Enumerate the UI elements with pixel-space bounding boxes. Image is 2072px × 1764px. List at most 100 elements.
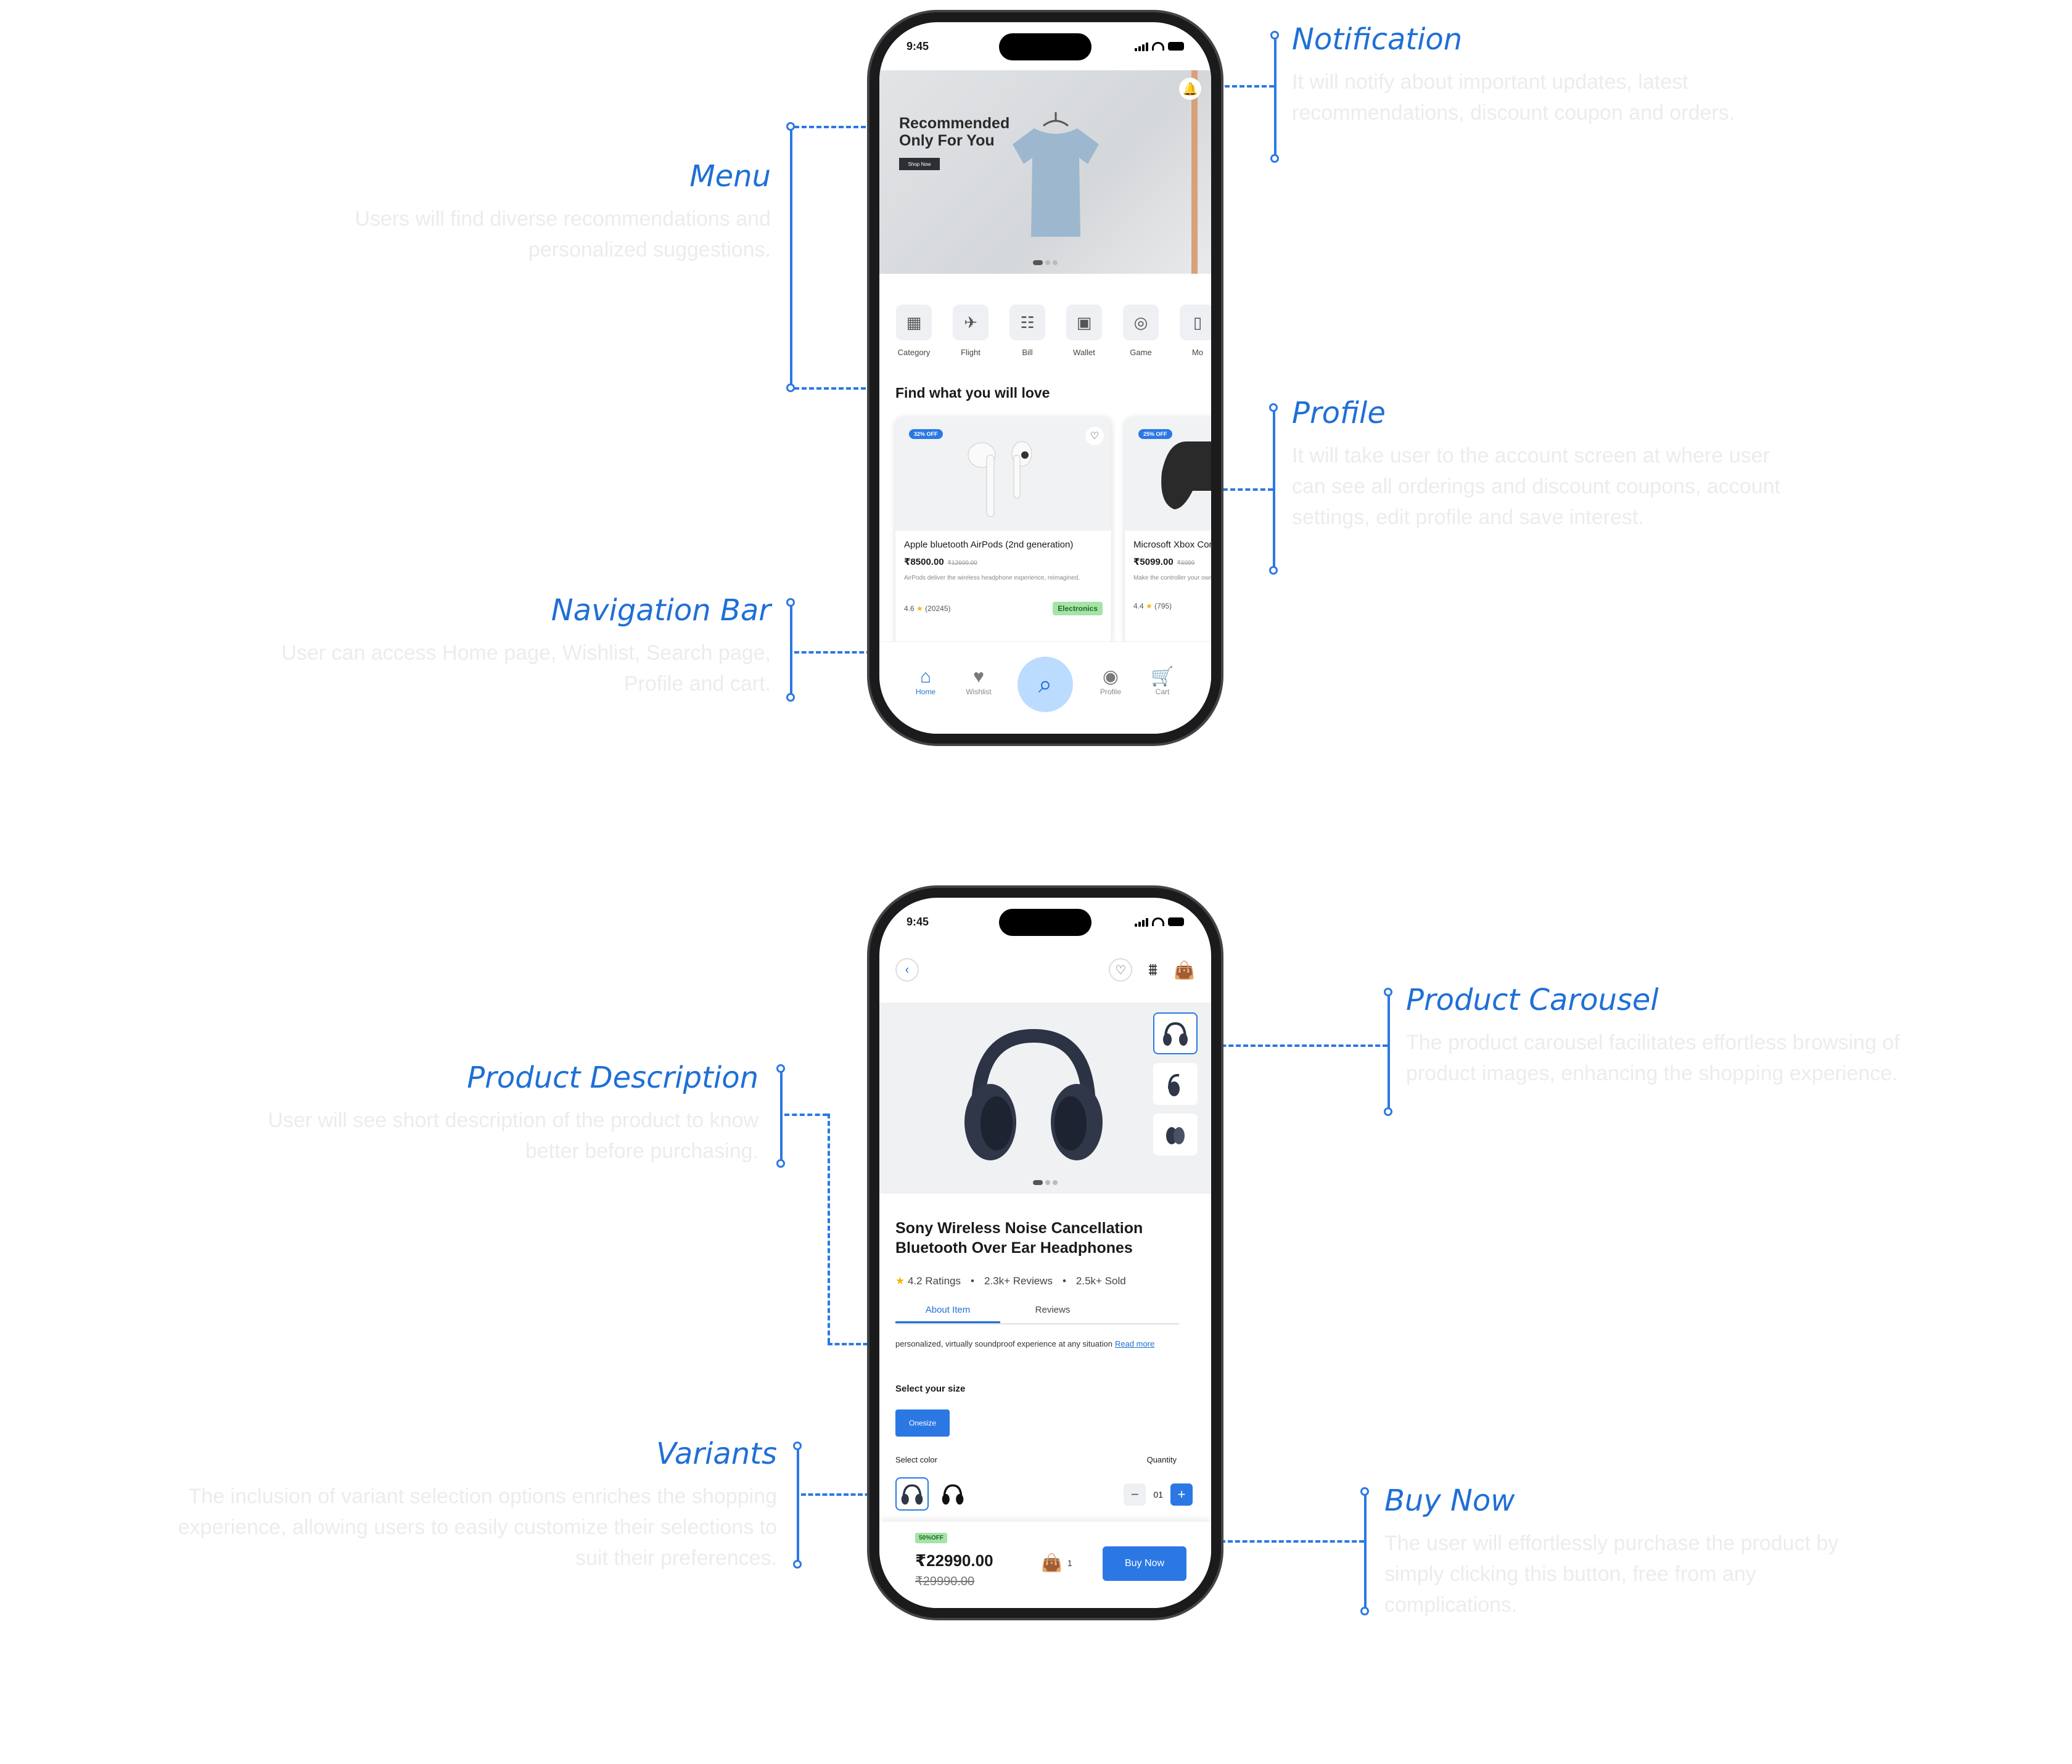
annotation-desc: The product carousel facilitates effortl…	[1406, 1031, 1900, 1085]
annotation-title: Profile	[1292, 396, 1386, 430]
menu-label: Category	[897, 348, 931, 357]
wishlist-heart-icon[interactable]: ♡	[1085, 427, 1104, 445]
annotation-menu: Menu Users will find diverse recommendat…	[278, 159, 771, 265]
clothing-rack	[1191, 70, 1198, 274]
bill-icon: ☷	[1009, 305, 1045, 340]
annotation-description: Product Description User will see short …	[265, 1060, 758, 1167]
back-button[interactable]: ‹	[895, 958, 919, 982]
color-option-1[interactable]	[895, 1477, 929, 1511]
home-icon: ⌂	[919, 667, 932, 687]
product-price: ₹5099.00₹6999	[1133, 556, 1211, 567]
nav-wishlist[interactable]: ♥Wishlist	[957, 667, 1000, 696]
annotation-desc: The user will effortlessly purchase the …	[1384, 1532, 1839, 1617]
menu-label: Bill	[1022, 348, 1033, 357]
menu-item-flight[interactable]: ✈Flight	[952, 305, 989, 357]
decrease-quantity-button[interactable]: −	[1124, 1483, 1146, 1506]
ratings-text: 4.2 Ratings	[907, 1275, 961, 1287]
current-price: ₹22990.00	[915, 1551, 993, 1570]
bag-icon[interactable]: 👜	[1174, 960, 1195, 980]
reviews-count: 2.3k+ Reviews	[984, 1275, 1053, 1287]
menu-label: Mo	[1191, 348, 1204, 357]
quantity-stepper: − 01 +	[1124, 1483, 1193, 1506]
cart-count: 1	[1067, 1557, 1072, 1568]
ratings: ★ 4.2 Ratings	[895, 1275, 961, 1287]
section-title: Find what you will love	[895, 385, 1050, 401]
product-card[interactable]: 32% OFF ♡ Apple bluetooth AirPods (2nd g…	[895, 417, 1111, 645]
product-name: Microsoft Xbox Controller Carbon	[1133, 539, 1220, 550]
menu-item-bill[interactable]: ☷ Bill	[1009, 305, 1046, 357]
discount-badge: 32% OFF	[909, 429, 943, 439]
search-icon: ⌕	[1038, 670, 1053, 698]
share-icon[interactable]: ⩩	[1148, 959, 1158, 979]
product-description: AirPods deliver the wireless headphone e…	[904, 575, 1080, 581]
status-time: 9:45	[906, 915, 929, 928]
banner-title: Recommended Only For You	[899, 115, 1010, 149]
battery-icon	[1168, 42, 1184, 51]
wifi-icon	[1152, 917, 1164, 926]
thumbnail-1[interactable]	[1153, 1012, 1198, 1054]
wishlist-button[interactable]: ♡	[1109, 958, 1133, 982]
thumbnail-2[interactable]	[1153, 1063, 1198, 1105]
increase-quantity-button[interactable]: +	[1170, 1483, 1193, 1506]
shopping-bag-icon: 👜	[1041, 1553, 1063, 1572]
detail-tabs: About Item Reviews	[895, 1300, 1179, 1324]
banner-pager[interactable]	[1033, 260, 1058, 265]
headphones-icon	[942, 1484, 964, 1505]
buy-now-button[interactable]: Buy Now	[1103, 1546, 1186, 1581]
buy-bar: 50%OFF ₹22990.00 ₹29990.00 👜1 Buy Now	[879, 1522, 1211, 1608]
product-card[interactable]: 25% OFF Microsoft Xbox Controller Carbon…	[1125, 417, 1220, 645]
status-bar: 9:45	[906, 913, 1184, 931]
annotation-profile: Profile It will take user to the account…	[1292, 396, 1785, 533]
phone-detail: 9:45 ‹ ♡ ⩩ 👜 Sony Wireless Noise Ca	[870, 888, 1221, 1618]
detail-top-bar: ‹ ♡ ⩩ 👜	[895, 953, 1195, 987]
chevron-left-icon: ‹	[905, 962, 910, 977]
nav-cart[interactable]: 🛒Cart	[1141, 667, 1184, 696]
annotation-navbar: Navigation Bar User can access Home page…	[278, 593, 771, 699]
thumbnail-3[interactable]	[1153, 1114, 1198, 1155]
rating-value: 4.6	[904, 604, 915, 613]
annotation-desc: User will see short description of the p…	[268, 1109, 758, 1163]
notification-bell-icon[interactable]: 🔔	[1179, 78, 1201, 100]
carousel-pager[interactable]	[1033, 1180, 1058, 1185]
annotation-title: Navigation Bar	[551, 593, 771, 628]
flight-icon: ✈	[953, 305, 989, 340]
controller-image	[1161, 441, 1211, 509]
profile-icon: ◉	[1102, 667, 1119, 687]
tab-reviews[interactable]: Reviews	[1035, 1305, 1071, 1315]
menu-item-wallet[interactable]: ▣Wallet	[1066, 305, 1103, 357]
nav-search-button[interactable]: ⌕	[1018, 657, 1073, 712]
annotation-title: Variants	[656, 1437, 777, 1471]
color-option-2[interactable]	[936, 1477, 969, 1511]
rating-count: (795)	[1154, 602, 1172, 610]
airpods-image	[968, 441, 1032, 517]
cart-button[interactable]: 👜1	[1041, 1553, 1072, 1573]
shop-now-button[interactable]: Shop Now	[899, 158, 940, 170]
tshirt-image	[1013, 112, 1099, 237]
game-icon: ◎	[1123, 305, 1159, 340]
annotation-desc: The inclusion of variant selection optio…	[178, 1485, 777, 1570]
menu-item-category[interactable]: ▦Category	[895, 305, 932, 357]
menu-row: ▦Category ✈Flight ☷ Bill ▣Wallet ◎ Game ▯M…	[895, 305, 1211, 357]
annotation-notification: Notification It will notify about import…	[1292, 22, 1785, 128]
price-old: ₹6999	[1177, 560, 1195, 567]
read-more-link[interactable]: Read more	[1114, 1339, 1155, 1348]
nav-home[interactable]: ⌂Home	[904, 667, 947, 696]
product-description: Make the controller your own with button…	[1133, 575, 1220, 581]
menu-label: Game	[1130, 348, 1152, 357]
size-option-onesize[interactable]: Onesize	[895, 1409, 950, 1437]
rating-value: 4.4	[1133, 602, 1144, 610]
menu-item-game[interactable]: ◎ Game	[1122, 305, 1159, 357]
product-price: ₹8500.00₹12600.00	[904, 556, 1103, 567]
discount-badge: 25% OFF	[1138, 429, 1172, 439]
headphones-icon	[901, 1484, 923, 1505]
nav-label: Home	[915, 687, 935, 696]
tab-about-item[interactable]: About Item	[895, 1300, 1000, 1323]
hero-banner[interactable]: Recommended Only For You Shop Now 🔔	[879, 70, 1211, 274]
nav-label: Cart	[1155, 687, 1170, 696]
nav-profile[interactable]: ◉Profile	[1089, 667, 1132, 696]
annotation-desc: It will take user to the account screen …	[1292, 444, 1780, 529]
menu-item-more[interactable]: ▯Mo	[1179, 305, 1211, 357]
product-carousel[interactable]	[879, 1003, 1211, 1194]
battery-icon	[1168, 917, 1184, 926]
annotation-title: Notification	[1292, 22, 1463, 57]
